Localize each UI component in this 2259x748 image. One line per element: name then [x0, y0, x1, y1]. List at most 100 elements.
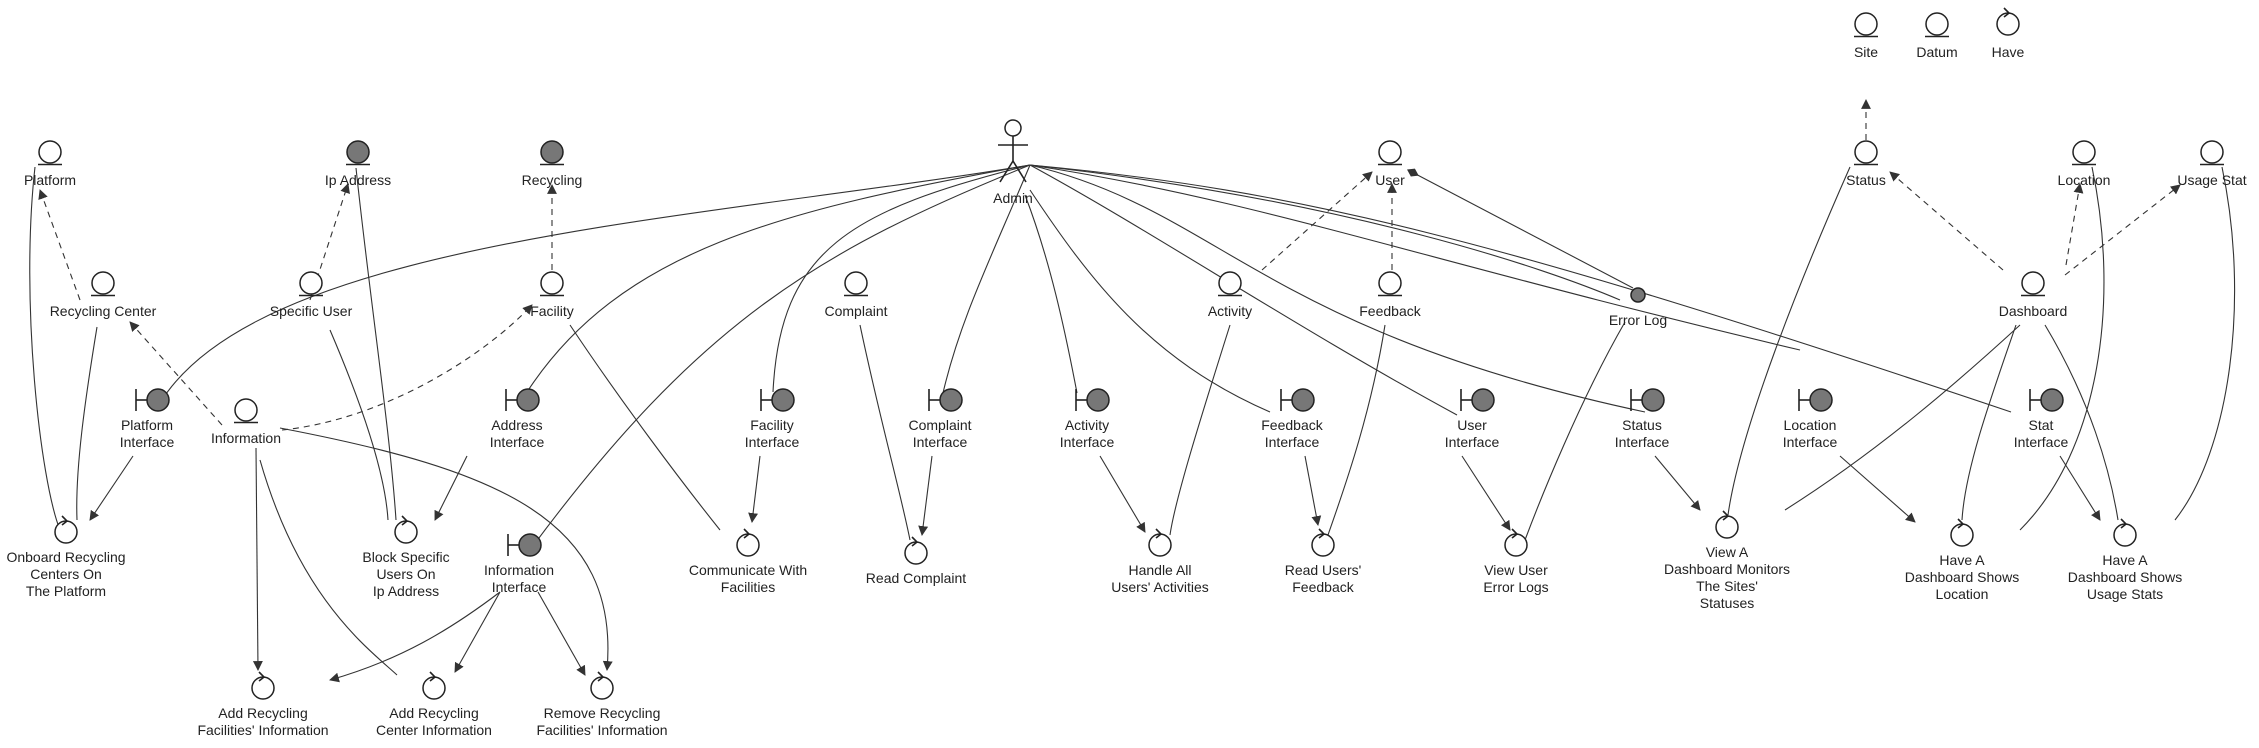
status-to-view-statuses: [1727, 166, 1851, 516]
feedback-entity: Feedback: [1359, 271, 1422, 319]
information-interface-to-add-facilities: [329, 591, 501, 683]
view-statuses-control-label: Dashboard Monitors: [1664, 561, 1790, 577]
recycling-center-entity-label: Recycling Center: [50, 303, 157, 319]
block-control-label: Block Specific: [362, 549, 449, 565]
communicate-control-label: Facilities: [721, 579, 775, 595]
have-usage-control-label: Dashboard Shows: [2068, 569, 2182, 585]
datum-entity-label: Datum: [1916, 44, 1957, 60]
status-interface-to-view-statuses: [1654, 455, 1701, 511]
activity-interface-to-handle: [1099, 455, 1146, 533]
dashboard-to-usage-stat: [2064, 184, 2181, 276]
activity-interface-boundary-label: Interface: [1060, 434, 1115, 450]
specific-user-entity: Specific User: [270, 271, 353, 319]
view-error-logs-control-label: Error Logs: [1483, 579, 1548, 595]
location-interface-boundary-label: Location: [1784, 417, 1837, 433]
information-to-add-facilities: [252, 447, 263, 671]
handle-activities-control-label: Handle All: [1128, 562, 1191, 578]
error-log-to-user: [1407, 168, 1634, 289]
specific-user-entity-label: Specific User: [270, 303, 353, 319]
activity-to-user: [1261, 171, 1373, 271]
admin-actor-label: Admin: [993, 190, 1033, 206]
read-complaint-control-label: Read Complaint: [866, 570, 966, 586]
dashboard-entity-label: Dashboard: [1999, 303, 2068, 319]
recycling-center-entity: Recycling Center: [50, 271, 157, 319]
error-log-to-view-logs: [1524, 321, 1626, 541]
view-statuses-control-label: The Sites': [1696, 578, 1758, 594]
recycling-entity-label: Recycling: [522, 172, 583, 188]
location-interface-to-have-location: [1839, 455, 1916, 523]
onboard-control-label: Centers On: [30, 566, 102, 582]
feedback-interface-boundary-label: Interface: [1265, 434, 1320, 450]
facility-entity-label: Facility: [530, 303, 574, 319]
status-entity-label: Status: [1846, 172, 1886, 188]
complaint-interface-boundary-label: Interface: [913, 434, 968, 450]
dashboard-to-status: [1889, 171, 2004, 271]
view-statuses-control-label: Statuses: [1700, 595, 1754, 611]
address-interface-boundary-label: Address: [491, 417, 542, 433]
admin-to-complaint-interface: [942, 164, 1031, 394]
platform-interface-to-onboard: [89, 455, 134, 521]
specific-user-to-ip-address: [309, 183, 350, 301]
admin-to-location-interface: [1029, 164, 1801, 351]
recycling-center-to-platform: [38, 189, 81, 301]
recycling-center-to-onboard: [76, 326, 98, 521]
complaint-to-read-complaint: [859, 324, 911, 541]
information-entity: Information: [211, 398, 281, 446]
information-to-facility: [281, 304, 533, 431]
stat-interface-boundary-label: Stat: [2029, 417, 2054, 433]
admin-to-error-log: [1029, 164, 1621, 301]
block-control-label: Users On: [376, 566, 435, 582]
admin-to-status-interface: [1029, 164, 1646, 413]
error-log-entity: Error Log: [1609, 287, 1667, 328]
usage-stat-to-have-usage: [2174, 166, 2236, 521]
dashboard-to-have-usage: [2044, 324, 2119, 521]
admin-to-platform-interface: [159, 164, 1031, 404]
error-log-entity-label: Error Log: [1609, 312, 1667, 328]
location-interface-boundary-label: Interface: [1783, 434, 1838, 450]
facility-to-communicate: [569, 324, 721, 531]
stat-interface-to-have-usage: [2059, 455, 2101, 521]
feedback-interface-to-read-feedback: [1304, 455, 1322, 526]
dashboard-to-have-location: [1961, 324, 2017, 521]
user-interface-boundary-label: User: [1457, 417, 1487, 433]
information-interface-to-remove-facilities: [537, 591, 586, 676]
admin-actor: Admin: [993, 119, 1033, 206]
platform-interface-boundary-label: Interface: [120, 434, 175, 450]
have-location-control-label: Location: [1936, 586, 1989, 602]
facility-entity: Facility: [530, 271, 574, 319]
user-interface-to-view-logs: [1461, 455, 1511, 531]
dashboard-to-view-statuses: [1784, 324, 2021, 511]
datum-entity: Datum: [1916, 12, 1958, 60]
platform-entity: Platform: [24, 140, 76, 188]
view-error-logs-control-label: View User: [1484, 562, 1548, 578]
platform-interface-boundary-label: Platform: [121, 417, 173, 433]
admin-to-stat-interface: [1029, 164, 2012, 413]
location-entity: Location: [2058, 140, 2110, 188]
user-entity: User: [1375, 140, 1405, 188]
activity-entity-label: Activity: [1208, 303, 1252, 319]
read-feedback-control: Read Users'Feedback: [1285, 528, 1361, 595]
complaint-entity: Complaint: [824, 271, 888, 319]
user-entity-label: User: [1375, 172, 1405, 188]
onboard-control-label: Onboard Recycling: [6, 549, 125, 565]
complaint-entity-label: Complaint: [824, 303, 887, 319]
view-statuses-control-label: View A: [1706, 544, 1749, 560]
complaint-interface-to-read-complaint: [918, 455, 933, 536]
platform-entity-label: Platform: [24, 172, 76, 188]
remove-facilities-control-label: Remove Recycling: [544, 705, 661, 721]
